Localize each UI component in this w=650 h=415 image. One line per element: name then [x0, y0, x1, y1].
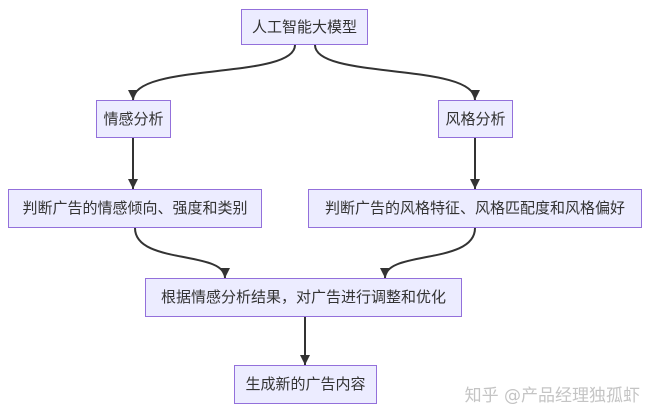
- edge-style-judgement-to-adjust: [380, 227, 476, 279]
- node-generate-new-ad: 生成新的广告内容: [234, 365, 377, 404]
- edge-root-to-emotion-analysis: [128, 44, 296, 101]
- node-ai-large-model: 人工智能大模型: [241, 9, 368, 45]
- node-style-judgement: 判断广告的风格特征、风格匹配度和风格偏好: [308, 189, 642, 228]
- node-adjust-and-optimize: 根据情感分析结果，对广告进行调整和优化: [145, 278, 462, 317]
- node-emotion-analysis: 情感分析: [96, 100, 171, 138]
- node-style-analysis: 风格分析: [438, 100, 513, 138]
- edge-root-to-style-analysis: [314, 44, 480, 101]
- node-emotion-judgement: 判断广告的情感倾向、强度和类别: [8, 189, 262, 228]
- watermark: 知乎 @产品经理独孤虾: [464, 386, 640, 406]
- edge-emotion-judgement-to-adjust: [134, 227, 230, 279]
